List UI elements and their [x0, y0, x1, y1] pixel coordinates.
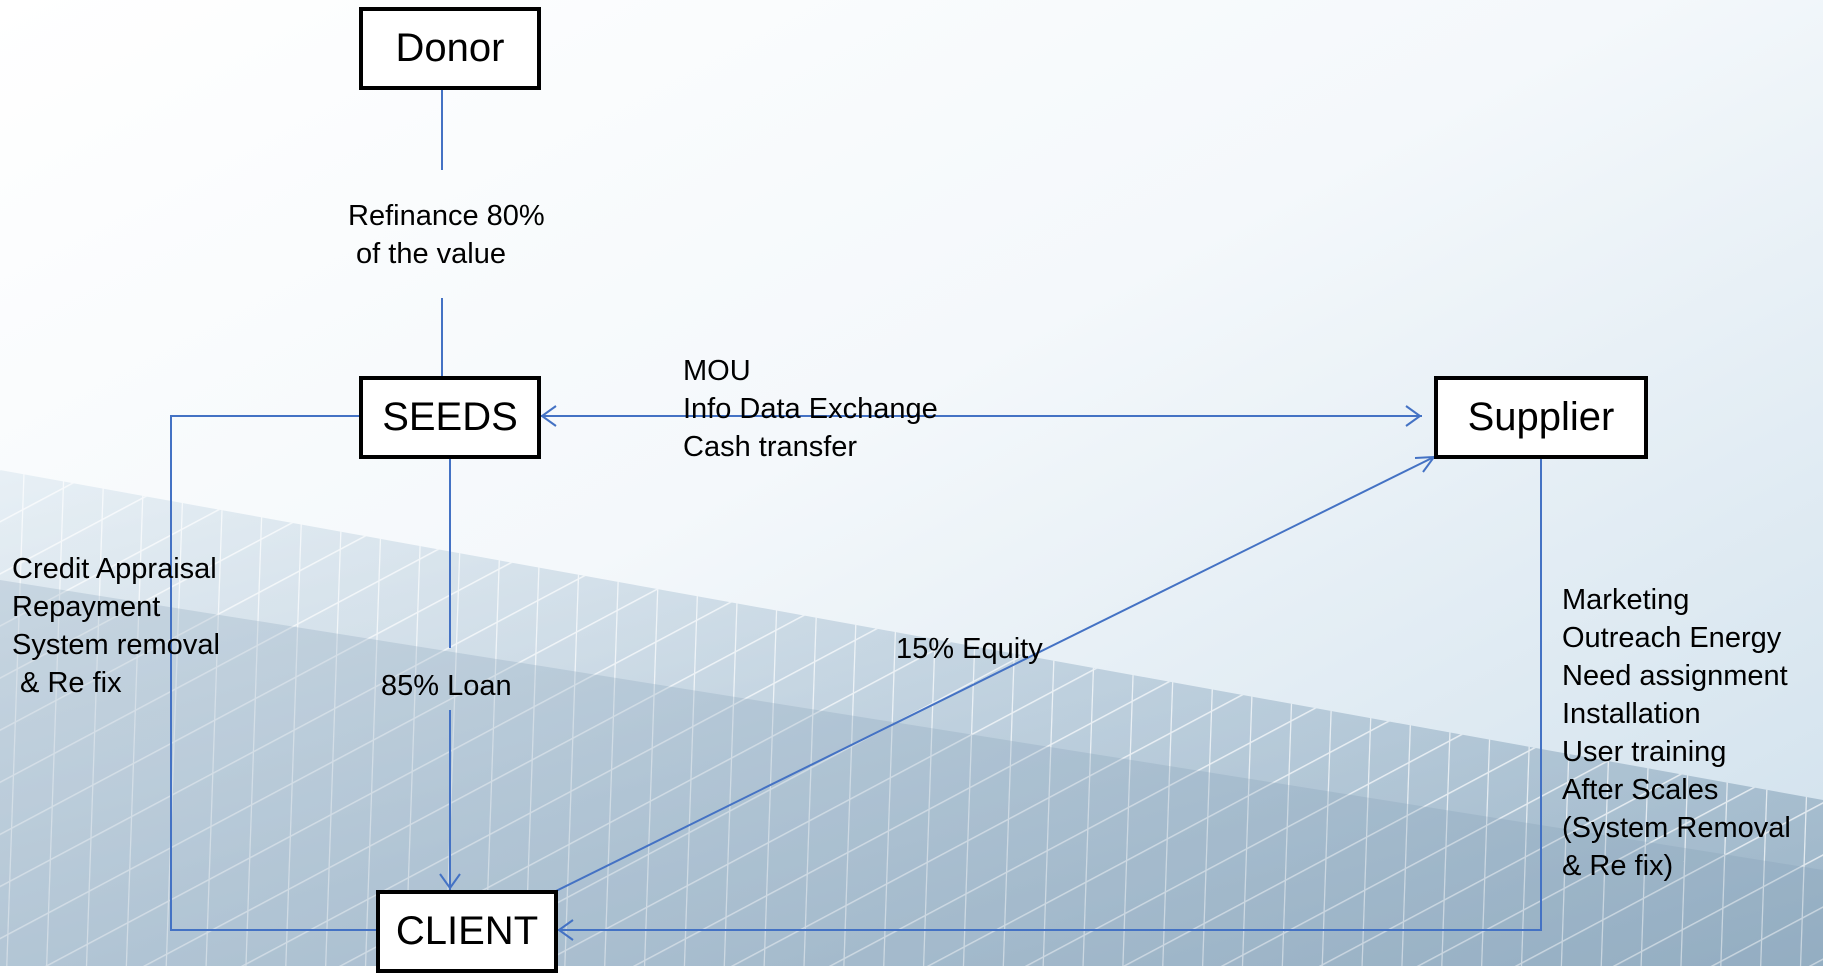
credit-line-2: Repayment [12, 591, 161, 623]
credit-line-1: Credit Appraisal [12, 553, 217, 585]
services-line-7: (System Removal [1562, 812, 1791, 844]
services-line-3: Need assignment [1562, 660, 1788, 692]
seeds-supplier-arrow-left [540, 405, 557, 427]
supplier-client-arrow-head [557, 919, 574, 941]
services-line-2: Outreach Energy [1562, 622, 1782, 654]
mou-line-1: MOU [683, 355, 751, 387]
loan-label: 85% Loan [381, 670, 512, 702]
donor-box: Donor [359, 7, 541, 90]
services-line-8: & Re fix) [1562, 850, 1674, 882]
supplier-client-loop [558, 458, 1542, 931]
seeds-supplier-arrow-right [1405, 405, 1422, 427]
services-line-6: After Scales [1562, 774, 1719, 806]
client-box: CLIENT [376, 890, 558, 973]
refinance-line-2: of the value [348, 238, 506, 270]
credit-line-4: & Re fix [12, 667, 122, 699]
loan-arrow-head [439, 873, 461, 890]
refinance-line-1: Refinance 80% [348, 200, 545, 232]
refinance-label: Refinance 80% of the value [348, 197, 545, 273]
mou-line-3: Cash transfer [683, 431, 858, 463]
services-line-1: Marketing [1562, 584, 1690, 616]
credit-appraisal-label: Credit Appraisal Repayment System remova… [12, 550, 220, 702]
supplier-services-label: Marketing Outreach Energy Need assignmen… [1562, 581, 1791, 885]
seeds-client-loop [170, 415, 376, 931]
seeds-box: SEEDS [359, 376, 541, 459]
client-supplier-equity-line [555, 456, 1435, 892]
credit-line-3: System removal [12, 629, 220, 661]
equity-label: 15% Equity [896, 633, 1043, 665]
services-line-4: Installation [1562, 698, 1701, 730]
mou-label: MOU Info Data Exchange Cash transfer [683, 352, 938, 466]
mou-line-2: Info Data Exchange [683, 393, 938, 425]
services-line-5: User training [1562, 736, 1727, 768]
supplier-box: Supplier [1434, 376, 1648, 459]
